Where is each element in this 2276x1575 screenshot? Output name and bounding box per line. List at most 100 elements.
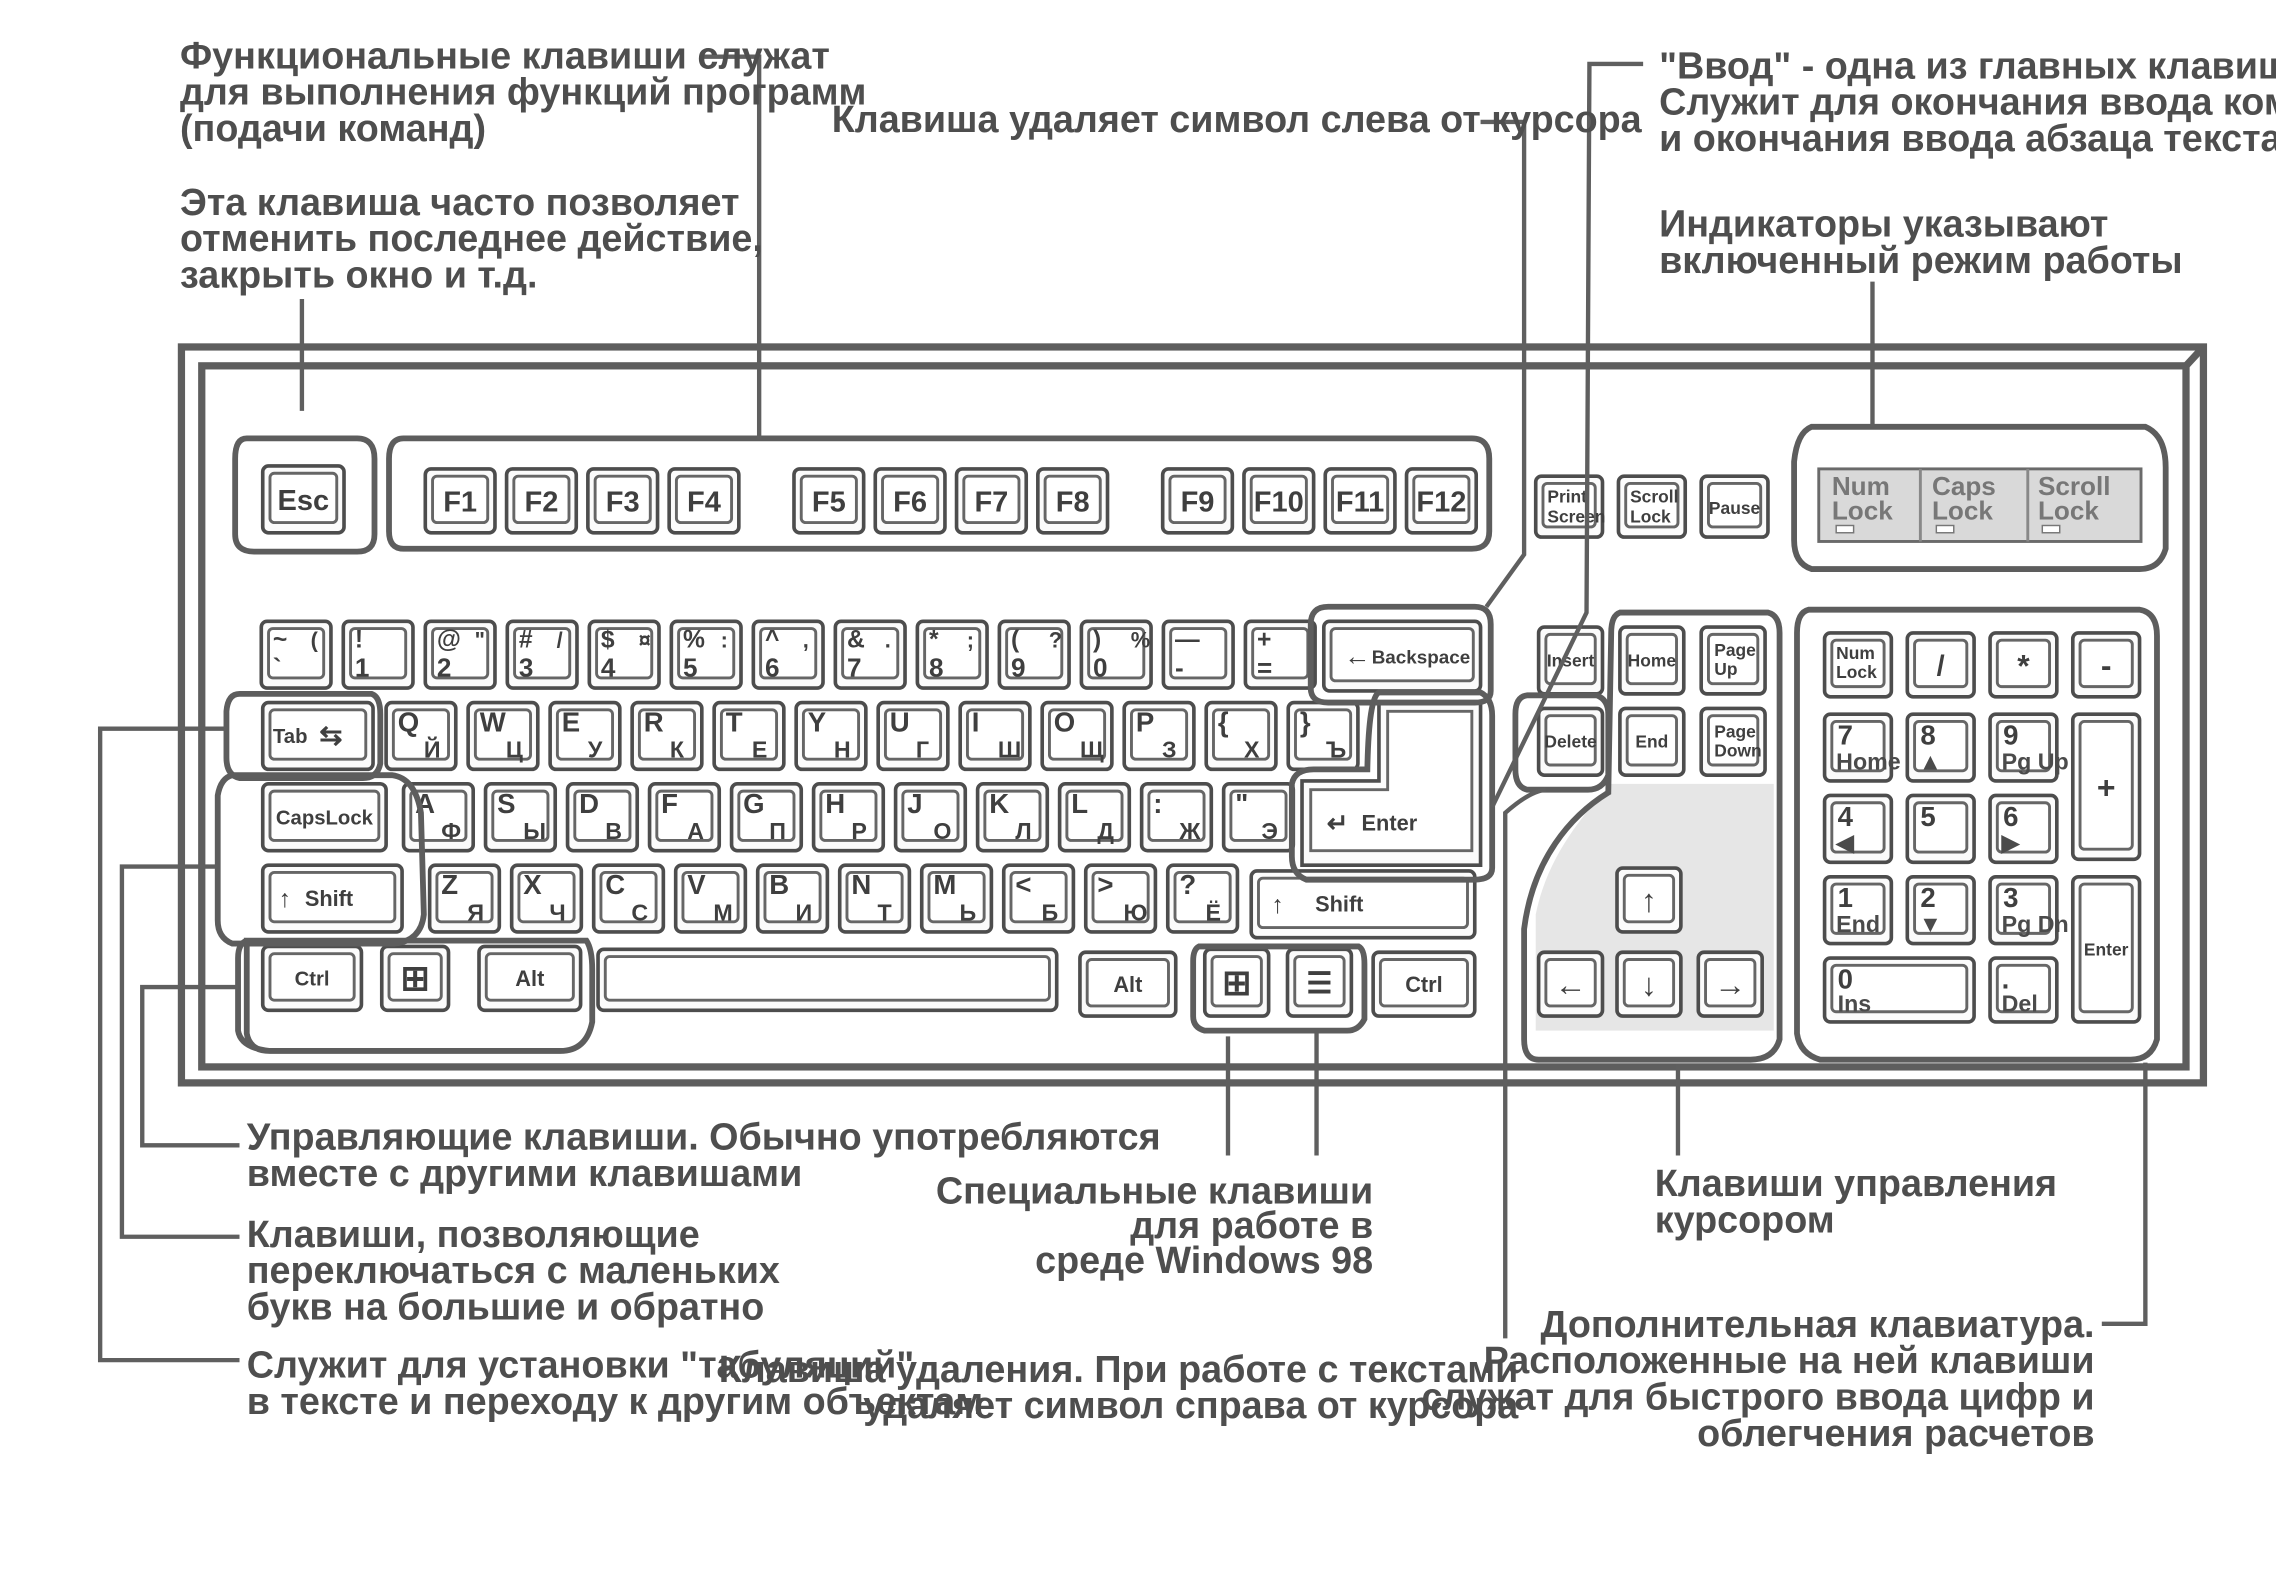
key-cap — [655, 789, 714, 842]
key-0: )0% — [1079, 619, 1153, 690]
annotation-line: "Ввод" - одна из главных клавиш. — [1659, 44, 2276, 86]
key-label: Ъ — [1326, 737, 1346, 763]
key-cap — [1544, 714, 1597, 767]
key-cap — [1706, 714, 1760, 767]
leader-control-keys — [140, 984, 240, 1148]
key-label: 3 — [519, 652, 534, 682]
key-label: = — [1257, 652, 1272, 682]
key-insert: Insert — [1536, 625, 1605, 696]
key-label: С — [631, 899, 648, 925]
annotation-line: переключаться с маленьких — [247, 1249, 780, 1291]
key-label: @ — [437, 626, 461, 653]
key-label: Щ — [1080, 737, 1104, 763]
key-label: Q — [398, 707, 419, 738]
key-spacebar — [596, 947, 1059, 1013]
key-label: . — [2002, 964, 2010, 995]
key-r: RК — [630, 700, 704, 772]
key-label: + — [1257, 626, 1271, 653]
key-label: M — [933, 869, 956, 900]
key-label: 2 — [1920, 882, 1935, 913]
key-m: MЬ — [919, 863, 994, 934]
key-end: End — [1618, 706, 1686, 777]
key-label: F10 — [1254, 486, 1304, 518]
key-f7: F7 — [954, 467, 1029, 535]
annotation-line: отменить последнее действие, — [180, 217, 763, 259]
key-b: BИ — [755, 863, 830, 934]
key-label: Ь — [959, 899, 976, 925]
up-arrow-key: ↑ — [1615, 866, 1683, 934]
key-sym: "Э — [1221, 782, 1296, 853]
indicator-label: Lock — [2038, 496, 2099, 526]
key-label: % — [683, 626, 705, 653]
key-cap — [927, 870, 986, 924]
keyboard-inner-frame — [198, 362, 2190, 1071]
key-cap — [881, 474, 940, 525]
key-label: 9 — [2003, 720, 2018, 751]
key-label: Ю — [1123, 899, 1147, 925]
key-cap — [1005, 627, 1064, 680]
key-l: LД — [1057, 782, 1132, 853]
key-7: &7. — [833, 619, 907, 690]
key-cap — [1048, 708, 1107, 761]
key-sym: += — [1243, 619, 1317, 690]
key-label: 6 — [2003, 801, 2018, 832]
key-cap — [387, 952, 443, 1002]
key-label: } — [1300, 707, 1311, 738]
group-ctrl-alt — [235, 937, 596, 1054]
key-cap — [513, 627, 572, 680]
key-f1: F1 — [423, 467, 497, 535]
key-label: Pause — [1709, 498, 1761, 518]
key-sym: ~`( — [259, 619, 333, 690]
key-cap — [1173, 870, 1232, 924]
key-cap — [1331, 474, 1390, 525]
key-label: Print — [1547, 486, 1587, 506]
key-label: G — [743, 788, 764, 819]
key-label: 7 — [1838, 720, 1853, 751]
down-arrow-key: ↓ — [1615, 950, 1683, 1018]
key-label: 2 — [437, 652, 452, 682]
key-1: !1 — [341, 619, 415, 690]
key-label: Е — [752, 737, 768, 763]
annotation-line: для выполнения функций программ — [180, 71, 866, 113]
indicator-label: Scroll — [2038, 471, 2111, 501]
key-cap — [603, 955, 1051, 1002]
annotation-line: Клавиши, позволяющие — [247, 1213, 700, 1255]
key-cap — [2078, 720, 2134, 851]
key-label: П — [769, 818, 786, 844]
key-cap — [801, 708, 861, 761]
key-cap — [1169, 627, 1228, 680]
key-sym: >Ю — [1083, 863, 1158, 934]
key-u: UГ — [876, 700, 950, 772]
key-label: 9 — [1011, 652, 1026, 682]
key-cap — [674, 474, 734, 525]
leader-lines — [97, 54, 2148, 1363]
key-pause: Pause — [1699, 474, 1770, 539]
key-6: ^6, — [751, 619, 825, 690]
key-arrow: ↑ — [1272, 892, 1284, 919]
key-sym: —- — [1161, 619, 1235, 690]
key-label: ↑ — [1641, 882, 1657, 918]
key-ctrl-left: Ctrl — [260, 944, 364, 1013]
key-sublabel: Ins — [1838, 991, 1872, 1017]
key-f2: F2 — [504, 467, 579, 535]
annotation-line: включенный режим работы — [1659, 239, 2183, 281]
key-arrow: ↵ — [1327, 808, 1349, 838]
key-cap — [267, 627, 326, 680]
key-label: 6 — [765, 652, 780, 682]
key-cap — [1378, 958, 1469, 1008]
key-cap — [763, 870, 822, 924]
key-numpad-5: 5 — [1905, 793, 1976, 865]
annotation-line: Индикаторы указывают — [1659, 203, 2108, 245]
indicator-label: Lock — [1932, 496, 1993, 526]
annotation-line: и окончания ввода абзаца текста — [1659, 117, 2276, 159]
key-numpad-6: 6▶ — [1988, 793, 2059, 865]
key-label: F9 — [1181, 486, 1215, 518]
key-label: Shift — [305, 886, 353, 911]
key-label: : — [721, 627, 728, 652]
key-f3: F3 — [586, 467, 660, 535]
key-cap — [1913, 720, 1969, 773]
